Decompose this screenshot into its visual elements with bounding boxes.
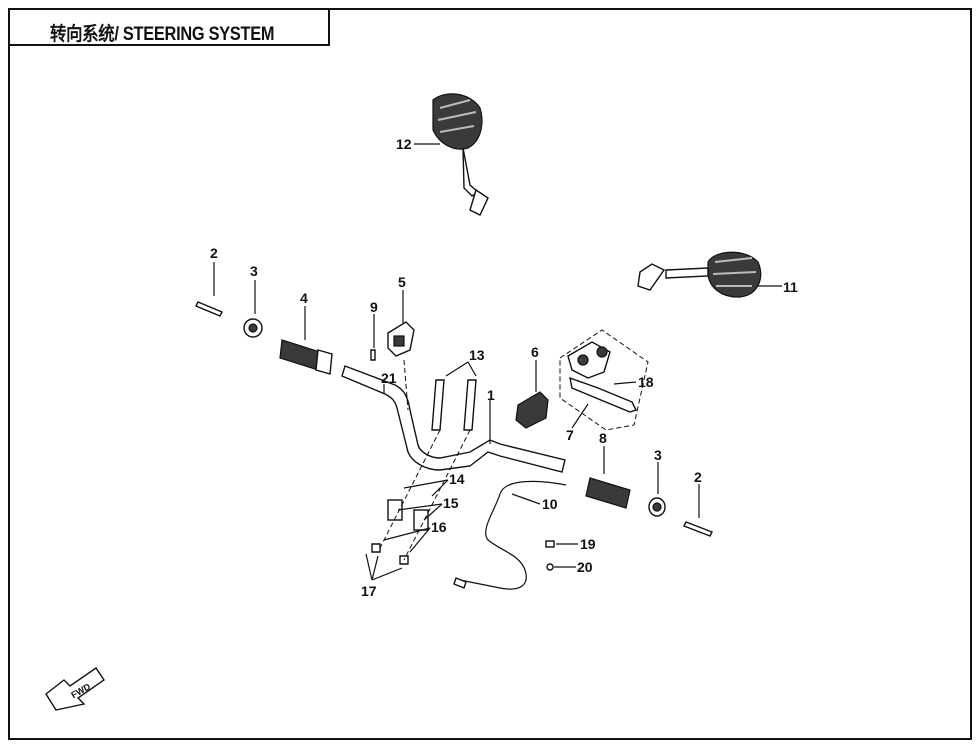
callout-5: 5 [398,274,406,290]
bolt-right [683,521,713,537]
callout-17: 17 [361,583,377,599]
leader-lines [213,143,782,581]
callout-16: 16 [431,519,447,535]
switch-cover-right [515,391,549,429]
handlebar [341,365,566,473]
callout-14: 14 [449,471,465,487]
end-cap-right [648,497,666,517]
fwd-arrow-icon: FWD [45,667,105,711]
callout-18: 18 [638,374,654,390]
callout-9: 9 [370,299,378,315]
diagram-frame [8,8,972,740]
callout-1: 1 [487,387,495,403]
riser-clamps [371,359,477,565]
callout-19: 19 [580,536,596,552]
callout-15: 15 [443,495,459,511]
end-cap-left [243,318,263,338]
callout-3-right: 3 [654,447,662,463]
callout-labels: 1 2 2 3 3 4 5 6 7 8 9 10 11 12 13 14 15 … [210,136,798,599]
callout-10: 10 [542,496,558,512]
callout-11: 11 [783,279,798,295]
page-title: 转向系统/ STEERING SYSTEM [50,24,275,45]
title-box: 转向系统/ STEERING SYSTEM [8,8,330,46]
callout-12: 12 [396,136,412,152]
throttle-grip-left [279,339,333,375]
mirror-left [432,93,489,216]
callout-2-left: 2 [210,245,218,261]
brake-lever-assembly [559,329,649,431]
clutch-cable [453,480,567,590]
callout-13: 13 [469,347,485,363]
grip-right [585,477,631,509]
callout-6: 6 [531,344,539,360]
callout-21: 21 [381,370,397,386]
callout-7: 7 [566,427,574,443]
bolt-left [195,301,223,317]
mirror-right [637,251,762,298]
callout-4: 4 [300,290,308,306]
small-parts [545,540,555,571]
callout-8: 8 [599,430,607,446]
callout-20: 20 [577,559,593,575]
callout-3-left: 3 [250,263,258,279]
screw-9 [370,349,376,361]
callout-2-right: 2 [694,469,702,485]
switch-housing [387,321,415,357]
